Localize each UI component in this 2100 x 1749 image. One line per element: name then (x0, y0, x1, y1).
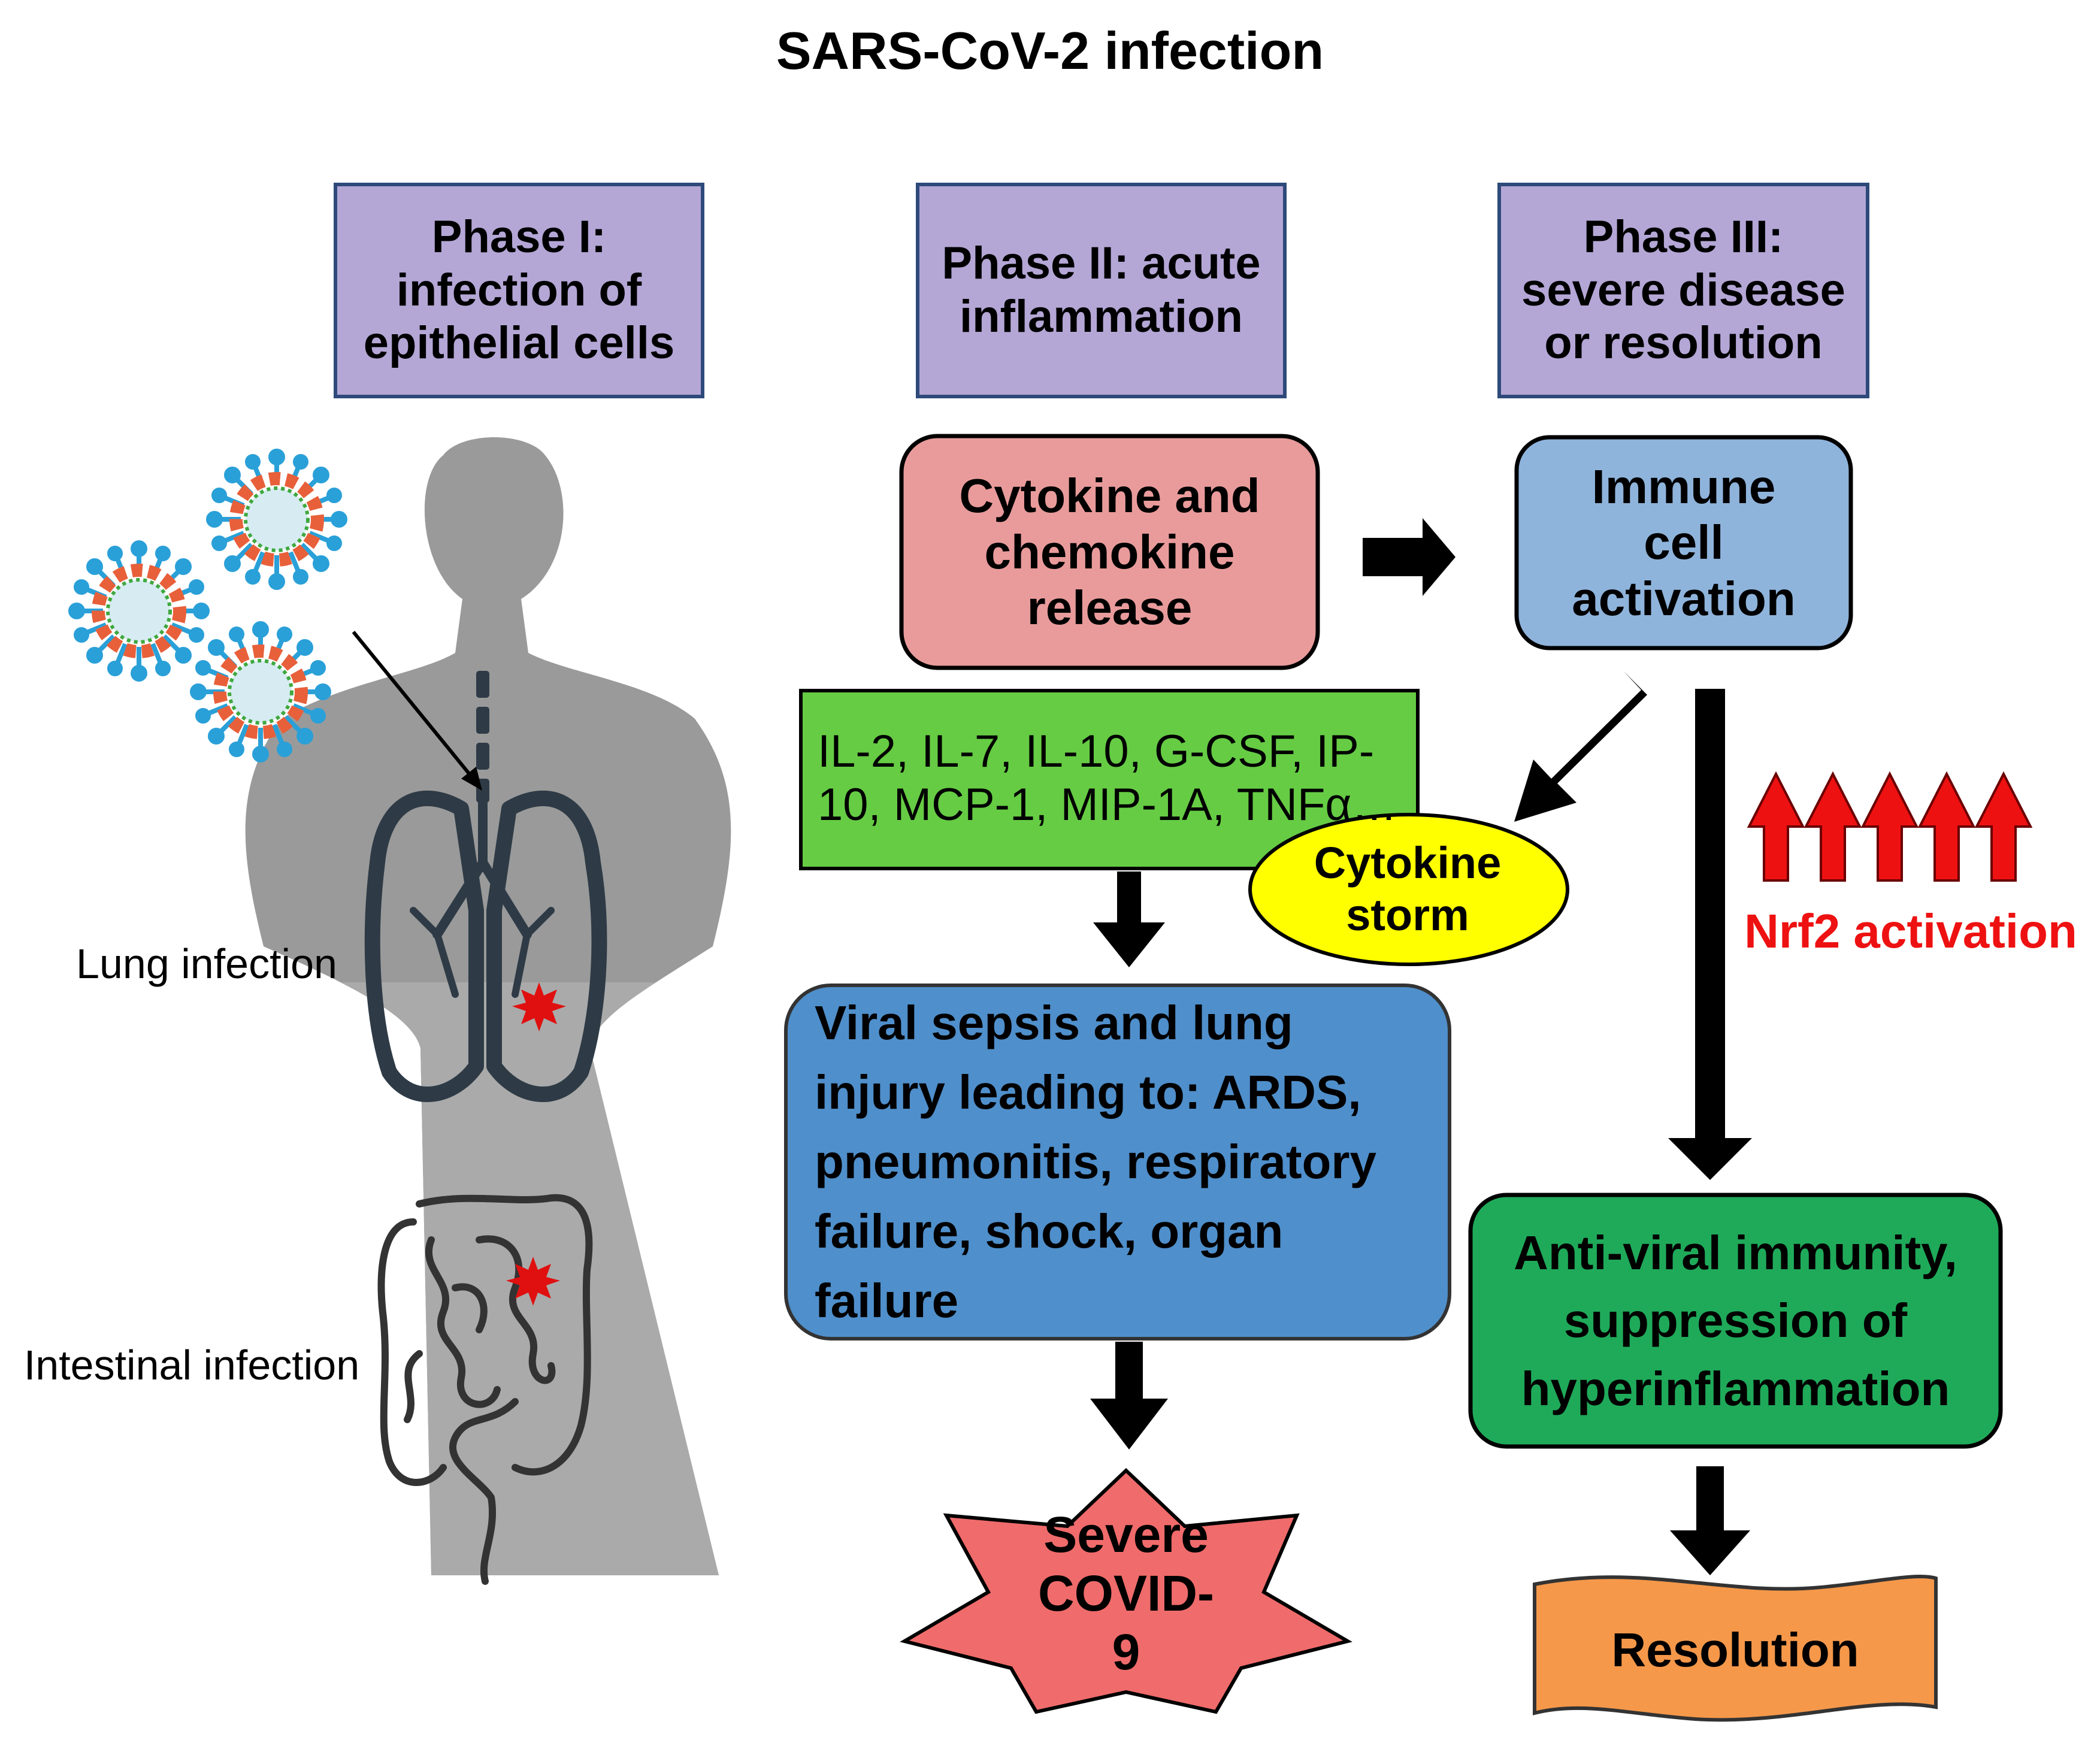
immune-activation-box (1514, 435, 1853, 650)
cytokine-release-box (899, 434, 1320, 670)
phase-2-label: Phase II: acute inflammation (942, 238, 1261, 342)
antiviral-label: Anti-viral immunity, suppression of hype… (1514, 1225, 1957, 1415)
cytokine-storm-label: Cytokine storm (1314, 838, 1502, 940)
arrow-list-to-sepsis (1093, 872, 1165, 967)
resolution-label: Resolution (1611, 1623, 1859, 1677)
lungs-icon (364, 791, 607, 1102)
antiviral-box (1468, 1193, 2003, 1449)
phase-2-box (916, 183, 1287, 398)
intestinal-infection-label: Intestinal infection (23, 1342, 360, 1389)
infection-pointer-arrow (352, 631, 482, 791)
human-body-figure (245, 437, 731, 1585)
nrf2-activation-label: Nrf2 activation (1744, 904, 2077, 958)
phase-1-box (334, 183, 704, 398)
severe-covid-starburst (900, 1467, 1352, 1714)
nrf2-up-arrows-icon (1747, 771, 2033, 882)
arrow-sepsis-to-severe (1090, 1342, 1168, 1450)
lung-infection-label: Lung infection (76, 940, 337, 988)
diagram-title: SARS-CoV-2 infection (776, 20, 1324, 80)
viral-sepsis-label: Viral sepsis and lung injury leading to:… (815, 996, 1376, 1327)
resolution-scroll (1533, 1574, 1938, 1722)
arrow-activation-to-antiviral (1668, 689, 1752, 1180)
severe-covid-label: Severe COVID-9 (1038, 1506, 1214, 1681)
phase-1-label: Phase I: infection of epithelial cells (363, 211, 675, 369)
cytokine-list-label: IL-2, IL-7, IL-10, G-CSF, IP-10, MCP-1, … (818, 726, 1397, 830)
immune-activation-label: Immune cell activation (1572, 459, 1796, 625)
viral-sepsis-box (784, 984, 1451, 1341)
cytokine-release-label: Cytokine and chemokine release (959, 469, 1260, 635)
virus-particle-icon (208, 451, 345, 588)
phase-3-box (1497, 183, 1869, 398)
arrow-antiviral-to-resolution (1670, 1466, 1750, 1575)
virus-particle-icon (192, 624, 329, 760)
lung-infection-burst-icon (512, 982, 566, 1031)
intestine-infection-burst-icon (506, 1257, 560, 1306)
intestines-icon (377, 1194, 593, 1585)
virus-particle-icon (71, 543, 207, 679)
phase-3-label: Phase III: severe disease or resolution (1521, 211, 1845, 369)
arrow-activation-to-storm (1514, 671, 1647, 822)
cytokine-storm-ellipse (1248, 813, 1569, 966)
arrow-release-to-activation (1363, 518, 1456, 596)
